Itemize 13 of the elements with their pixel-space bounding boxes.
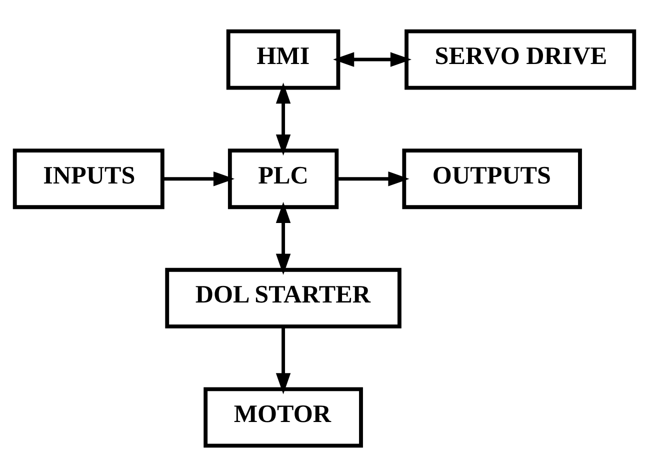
arrow bbox=[337, 170, 410, 186]
node-box: MOTOR bbox=[204, 386, 363, 448]
arrow bbox=[162, 170, 235, 186]
arrow bbox=[276, 201, 291, 274]
node-box: PLC bbox=[228, 148, 339, 209]
node-box: INPUTS bbox=[12, 148, 164, 209]
node-box: SERVO DRIVE bbox=[404, 28, 636, 90]
arrow bbox=[276, 326, 291, 394]
node-box: OUTPUTS bbox=[402, 148, 582, 209]
node-box: DOL STARTER bbox=[165, 267, 402, 328]
arrow bbox=[333, 52, 412, 66]
arrow bbox=[276, 82, 291, 156]
node-box: HMI bbox=[226, 28, 340, 90]
